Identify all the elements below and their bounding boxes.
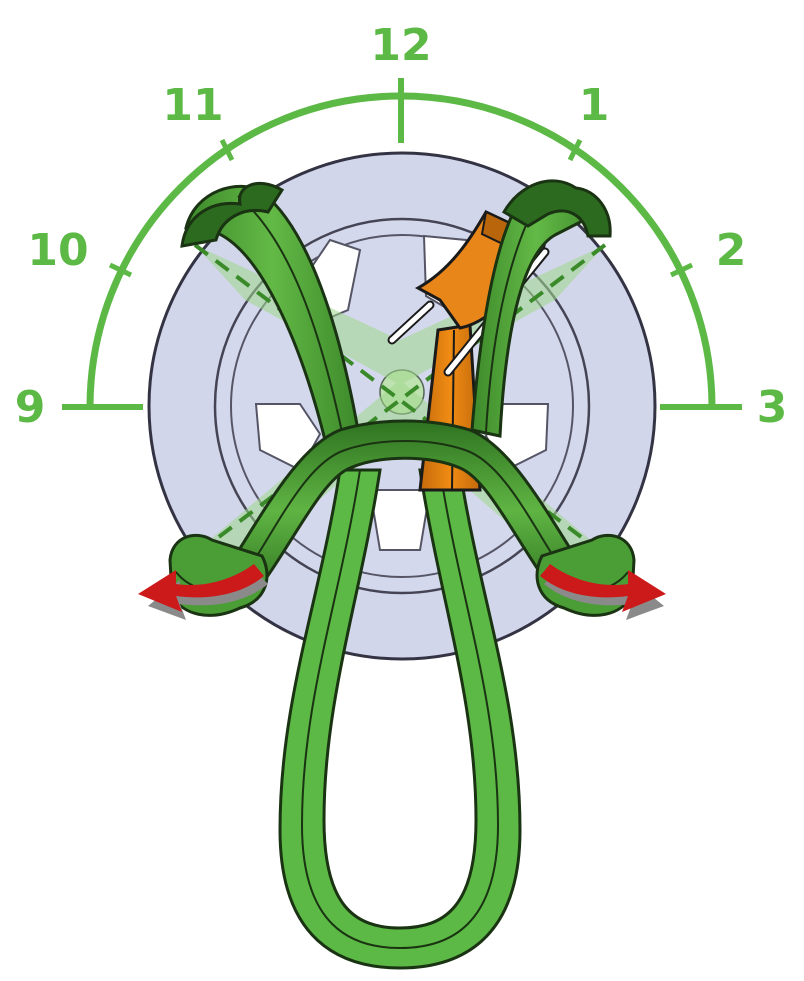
clock-label-1: 1 — [579, 80, 610, 131]
upper-left-strap — [184, 184, 360, 442]
arrow-shape — [540, 564, 666, 612]
strap-loop — [278, 468, 522, 970]
hook-cap — [501, 179, 612, 238]
cord — [389, 302, 433, 343]
curved-arrow-left-icon — [138, 564, 268, 620]
clock-label-10: 10 — [27, 225, 88, 276]
loop-strap — [278, 468, 522, 970]
clock-label-12: 12 — [370, 20, 431, 71]
arrow-shape — [138, 564, 264, 612]
rim-inner — [230, 234, 574, 578]
strap-edge — [229, 440, 581, 596]
guide-line-diagonal — [193, 243, 607, 557]
tick-1 — [567, 138, 583, 162]
tick-2 — [669, 262, 694, 278]
curved-arrow-right-icon — [540, 564, 666, 620]
clock-label-9: 9 — [15, 382, 46, 433]
clock-scale — [62, 78, 742, 410]
tick-11 — [219, 138, 235, 162]
hook-cap — [180, 181, 285, 248]
strap-upper-left — [180, 181, 360, 442]
clock-label-11: 11 — [162, 80, 223, 131]
tick-10 — [108, 262, 133, 278]
clock-labels: 9 10 11 12 1 2 3 — [15, 20, 788, 433]
strap-edge — [237, 195, 343, 433]
strap-upper-right — [470, 179, 612, 438]
clock-label-2: 2 — [716, 225, 747, 276]
spoke-cutout — [368, 489, 432, 551]
clock-label-3: 3 — [757, 382, 788, 433]
loop-strap-edge — [300, 469, 500, 950]
